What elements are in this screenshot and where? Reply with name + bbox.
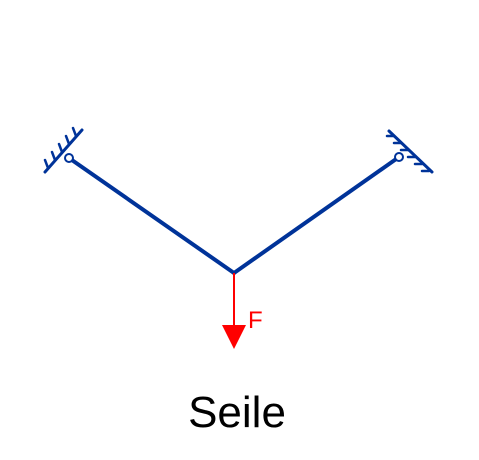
right-support [385,129,434,174]
right-rope [232,155,401,275]
right-support-hatching [385,134,431,173]
right-support-ground-line [387,129,434,174]
force-arrow-head [222,325,246,349]
left-rope [67,156,236,275]
force-label: F [248,307,263,334]
force-arrow [222,273,246,349]
right-pin-joint [394,152,404,162]
diagram-caption: Seile [188,388,286,437]
left-support-hatching [43,126,78,170]
left-pin-joint [64,153,74,163]
left-support [43,126,84,174]
